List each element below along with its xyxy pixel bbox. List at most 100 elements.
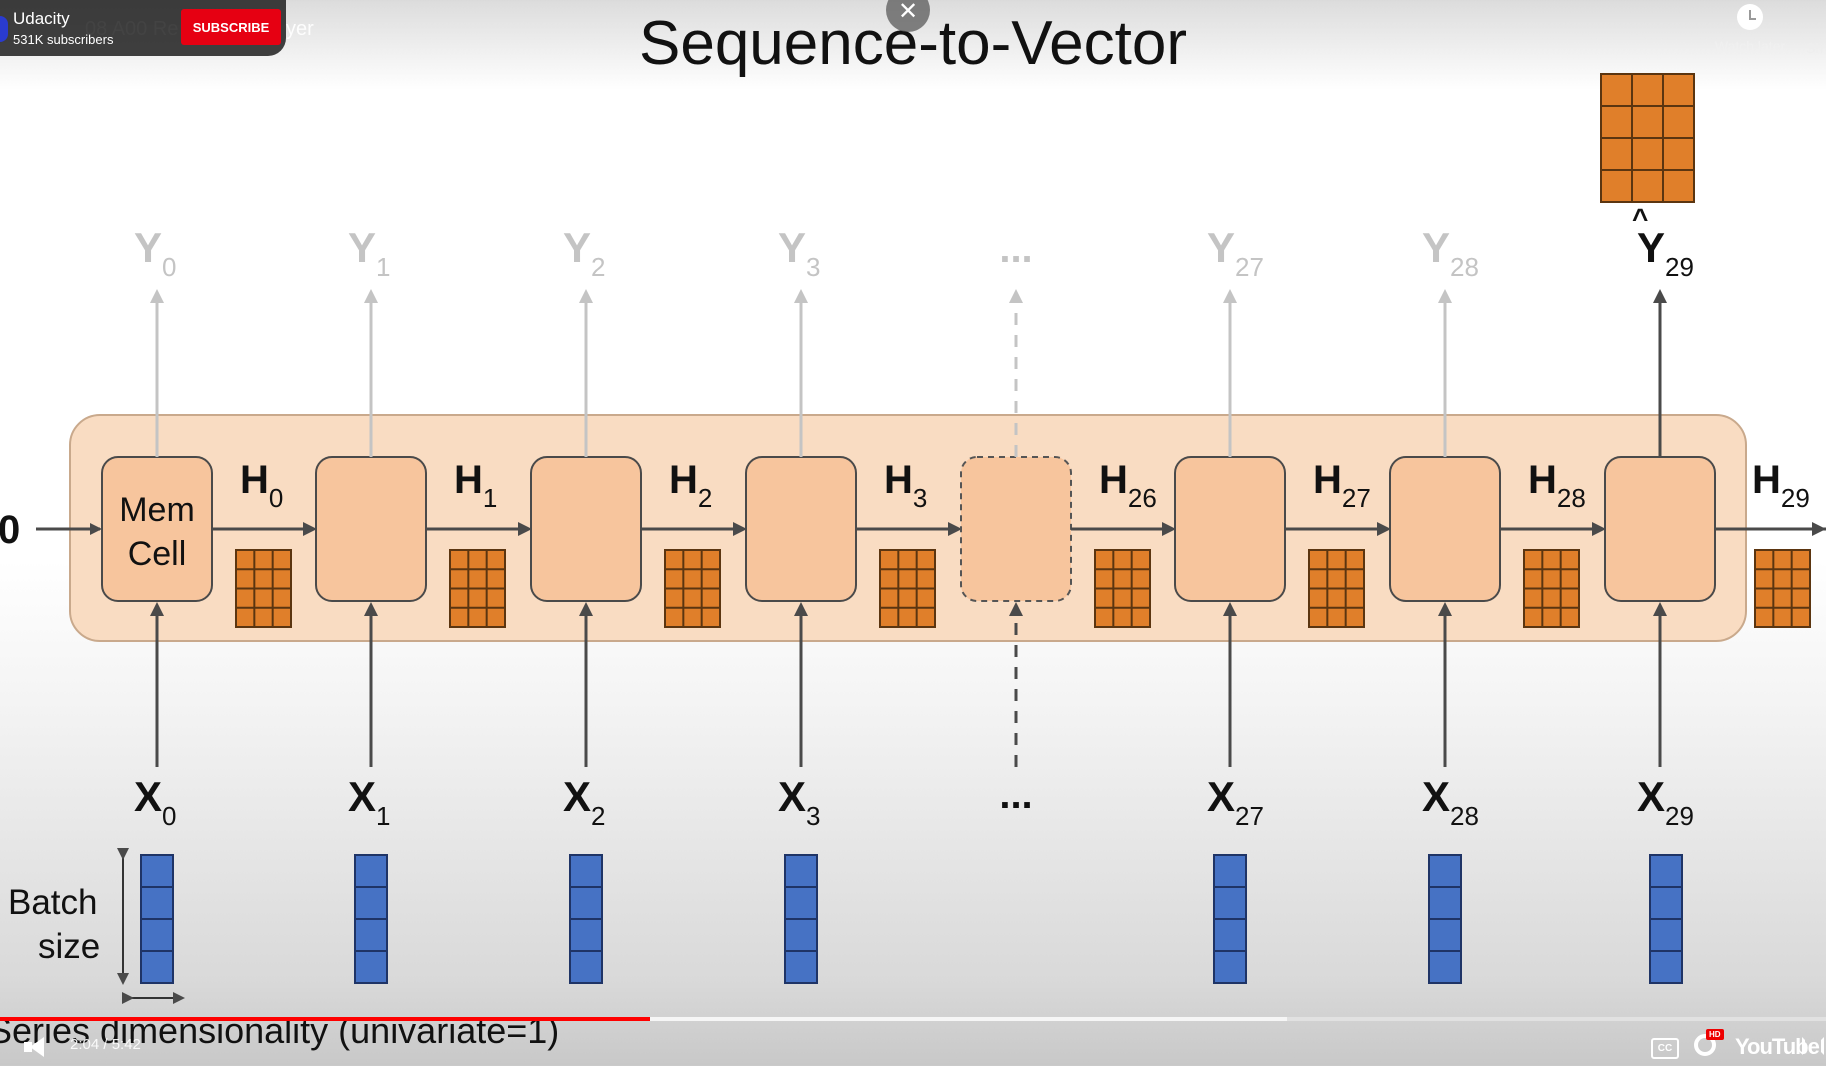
input-label: X28 [1422,773,1479,831]
fullscreen-icon[interactable] [1802,1037,1824,1055]
hidden-state-label-sub: 3 [913,483,927,513]
output-label: Y27 [1207,224,1264,282]
output-label: Y29 [1637,224,1694,282]
input-label-base: X [778,773,806,820]
input-label-sub: 3 [806,801,820,831]
input-label: X0 [134,773,176,831]
input-batch-cell [140,918,174,952]
output-ellipsis: ... [999,227,1032,271]
watch-later-button[interactable]: Watch later [1700,0,1800,54]
hidden-state-label-base: H [669,458,698,502]
input-label: X29 [1637,773,1694,831]
youtube-logo[interactable]: YouTube [1735,1034,1820,1059]
input-batch-cell [354,950,388,984]
input-label: X27 [1207,773,1264,831]
video-title-fragment[interactable]: 08 A00 Re [85,18,179,40]
input-batch-cell [140,950,174,984]
input-batch-cell [569,950,603,984]
memory-cell [1604,456,1716,602]
input-batch-cell [1213,918,1247,952]
watch-later-label: Watch later [1714,38,1786,54]
time-display: 2:04 / 5:42 [70,1036,141,1053]
settings-gear-icon[interactable] [1694,1034,1716,1056]
input-batch-cell [140,886,174,920]
batch-size-label-line2: size [38,927,100,966]
input-label-base: X [1422,773,1450,820]
input-batch-cell [1649,950,1683,984]
input-batch-cell [354,886,388,920]
input-batch-cell [784,918,818,952]
memory-cell [960,456,1072,602]
share-label: Sh [1806,40,1824,56]
memory-cell-label: Mem [119,491,195,529]
input-label: X3 [778,773,820,831]
hidden-state-label: H28 [1528,458,1586,513]
hidden-state-label: H26 [1099,458,1157,513]
input-batch-cell [1428,854,1462,888]
output-label-sub: 1 [376,252,390,282]
memory-cell [530,456,642,602]
input-batch-cell [1649,854,1683,888]
hidden-state-label: H0 [240,458,283,513]
hidden-state-label-sub: 2 [698,483,712,513]
hidden-state-label-sub: 29 [1781,483,1810,513]
output-label: Y2 [563,224,605,282]
input-label-base: X [134,773,162,820]
input-batch-cell [784,854,818,888]
input-batch-cell [1649,918,1683,952]
hd-badge: HD [1706,1029,1724,1040]
hidden-state-label: H1 [454,458,497,513]
output-label: Y0 [134,224,176,282]
output-grid [1600,73,1695,203]
player-controls: 2:04 / 5:42 CC HD YouTube [0,1015,1826,1066]
initial-state-label: 0 [0,508,20,552]
output-label: Y28 [1422,224,1479,282]
input-batch-cell [1213,854,1247,888]
close-icon: ✕ [897,0,919,25]
captions-button[interactable]: CC [1651,1038,1679,1059]
memory-cell [315,456,427,602]
input-batch-cell [354,854,388,888]
series-dimensionality-label: Series dimensionality (univariate=1) [0,1010,559,1051]
input-batch-cell [784,886,818,920]
input-batch-cell [140,854,174,888]
subscribe-button[interactable]: SUBSCRIBE [181,9,281,45]
input-batch-cell [1213,950,1247,984]
input-batch-cell [354,918,388,952]
input-batch-cell [1428,918,1462,952]
input-batch-cell [1649,886,1683,920]
input-batch-cell [1213,886,1247,920]
output-label-base: Y [778,224,806,271]
input-ellipsis: ... [999,773,1032,817]
output-label-base: Y [1207,224,1235,271]
input-label-base: X [1637,773,1665,820]
channel-subscribers: 531K subscribers [13,32,114,47]
hidden-state-label-sub: 28 [1557,483,1586,513]
input-batch-cell [1428,886,1462,920]
channel-avatar[interactable] [0,16,8,42]
memory-cell [1174,456,1286,602]
progress-played [0,1017,651,1021]
memory-cell-label: Cell [128,535,187,573]
video-title-fragment-right[interactable]: yer [286,18,314,40]
output-label-sub: 27 [1235,252,1264,282]
input-batch-cell [569,854,603,888]
hidden-state-label-base: H [1752,458,1781,502]
hidden-state-arrowhead [1812,522,1826,536]
input-batch-cell [569,886,603,920]
channel-chip[interactable]: Udacity 531K subscribers 08 A00 Re SUBSC… [0,0,286,56]
output-label: Y1 [348,224,390,282]
hidden-state-label-base: H [240,458,269,502]
input-batch-cell [784,950,818,984]
input-batch-cell [569,918,603,952]
input-label-base: X [1207,773,1235,820]
output-label-sub: 0 [162,252,176,282]
input-label-sub: 0 [162,801,176,831]
output-label-sub: 3 [806,252,820,282]
hidden-state-label-sub: 0 [269,483,283,513]
channel-name[interactable]: Udacity [13,9,70,28]
hidden-state-label: H27 [1313,458,1371,513]
hidden-state-label-base: H [884,458,913,502]
